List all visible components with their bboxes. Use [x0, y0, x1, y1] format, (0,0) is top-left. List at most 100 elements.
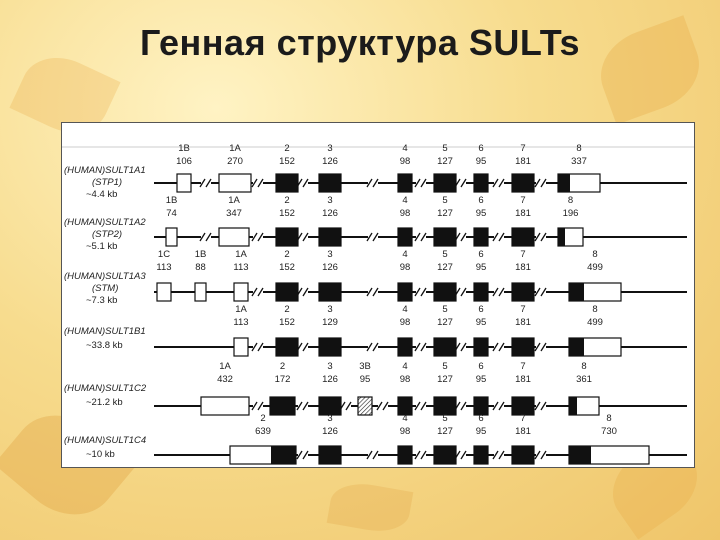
exon-label: 7 [520, 249, 525, 260]
break-mark [257, 287, 264, 297]
exon-box [511, 396, 535, 416]
exon-size: 499 [587, 262, 603, 273]
break-gap [494, 344, 504, 350]
exon-size: 129 [322, 317, 338, 328]
exon-label: 4 [402, 413, 407, 424]
exon-box [269, 396, 296, 416]
exon-label: 7 [520, 195, 525, 206]
exon-label: 7 [520, 361, 525, 372]
exon-label: 2 [284, 143, 289, 154]
exon-box [473, 396, 489, 416]
break-mark [540, 287, 547, 297]
exon-label: 8 [592, 249, 597, 260]
exon-box [433, 445, 457, 465]
break-gap [298, 344, 308, 350]
break-mark [540, 342, 547, 352]
exon-size: 106 [176, 156, 192, 167]
break-gap [456, 344, 466, 350]
exon-size: 181 [515, 426, 531, 437]
break-mark [460, 287, 467, 297]
exon-box [275, 282, 299, 302]
break-gap [253, 403, 263, 409]
break-gap [536, 452, 546, 458]
break-mark [534, 232, 541, 242]
exon-box [200, 396, 250, 416]
break-mark [534, 401, 541, 411]
exon-box [318, 445, 342, 465]
exon-size: 126 [322, 262, 338, 273]
break-mark [366, 287, 373, 297]
exon-size: 639 [255, 426, 271, 437]
exon-size: 95 [476, 262, 487, 273]
exon-label: 6 [478, 413, 483, 424]
break-gap [253, 289, 263, 295]
break-mark [372, 287, 379, 297]
exon-box [233, 282, 249, 302]
break-gap [536, 344, 546, 350]
exon-box [156, 282, 172, 302]
break-mark [414, 287, 421, 297]
break-gap [201, 180, 211, 186]
break-gap [416, 403, 426, 409]
exon-label: 5 [442, 361, 447, 372]
break-mark [498, 232, 505, 242]
exon-size: 181 [515, 317, 531, 328]
break-mark [492, 287, 499, 297]
break-mark [460, 450, 467, 460]
exon-size: 88 [195, 262, 206, 273]
exon-size: 181 [515, 262, 531, 273]
exon-size: 361 [576, 374, 592, 385]
exon-label: 4 [402, 361, 407, 372]
exon-label: 4 [402, 304, 407, 315]
break-gap [494, 452, 504, 458]
break-mark [498, 342, 505, 352]
exon-label: 2 [284, 249, 289, 260]
gene-size: ~33.8 kb [86, 340, 123, 351]
exon-label: 1B [195, 249, 207, 260]
exon-label: 3 [327, 304, 332, 315]
exon-label: 1A [235, 304, 247, 315]
break-mark [414, 450, 421, 460]
exon-box [318, 337, 342, 357]
exon-box [473, 445, 489, 465]
exon-box [511, 282, 535, 302]
exon-label: 2 [280, 361, 285, 372]
break-mark [296, 401, 303, 411]
exon-label: 4 [402, 249, 407, 260]
break-gap [298, 452, 308, 458]
gene-size: ~4.4 kb [86, 189, 117, 200]
exon-box [275, 227, 299, 247]
gene-row: (HUMAN)SULT1C2~21.2 kb1A432217231263B954… [64, 361, 687, 416]
break-gap [298, 403, 308, 409]
gene-size: ~10 kb [86, 449, 115, 460]
exon-size: 126 [322, 156, 338, 167]
exon-box [165, 227, 178, 247]
break-mark [420, 342, 427, 352]
break-gap [416, 234, 426, 240]
break-mark [257, 342, 264, 352]
exon-box [318, 282, 342, 302]
exon-box [218, 173, 252, 193]
break-mark [540, 401, 547, 411]
exon-size: 347 [226, 208, 242, 219]
exon-coding-part [569, 283, 584, 301]
break-gap [456, 452, 466, 458]
break-gap [456, 289, 466, 295]
exon-label: 7 [520, 413, 525, 424]
break-mark [296, 450, 303, 460]
exon-box [194, 282, 207, 302]
exon-box [397, 227, 413, 247]
exon-size: 172 [275, 374, 291, 385]
exon-box [433, 396, 457, 416]
exon-size: 126 [322, 426, 338, 437]
exon-label: 3B [359, 361, 371, 372]
break-mark [302, 401, 309, 411]
exon-size: 499 [587, 317, 603, 328]
exon-box [473, 337, 489, 357]
break-mark [414, 342, 421, 352]
break-mark [372, 450, 379, 460]
exon-box [397, 396, 413, 416]
exon-box [397, 282, 413, 302]
exon-box [511, 173, 535, 193]
break-mark [460, 401, 467, 411]
